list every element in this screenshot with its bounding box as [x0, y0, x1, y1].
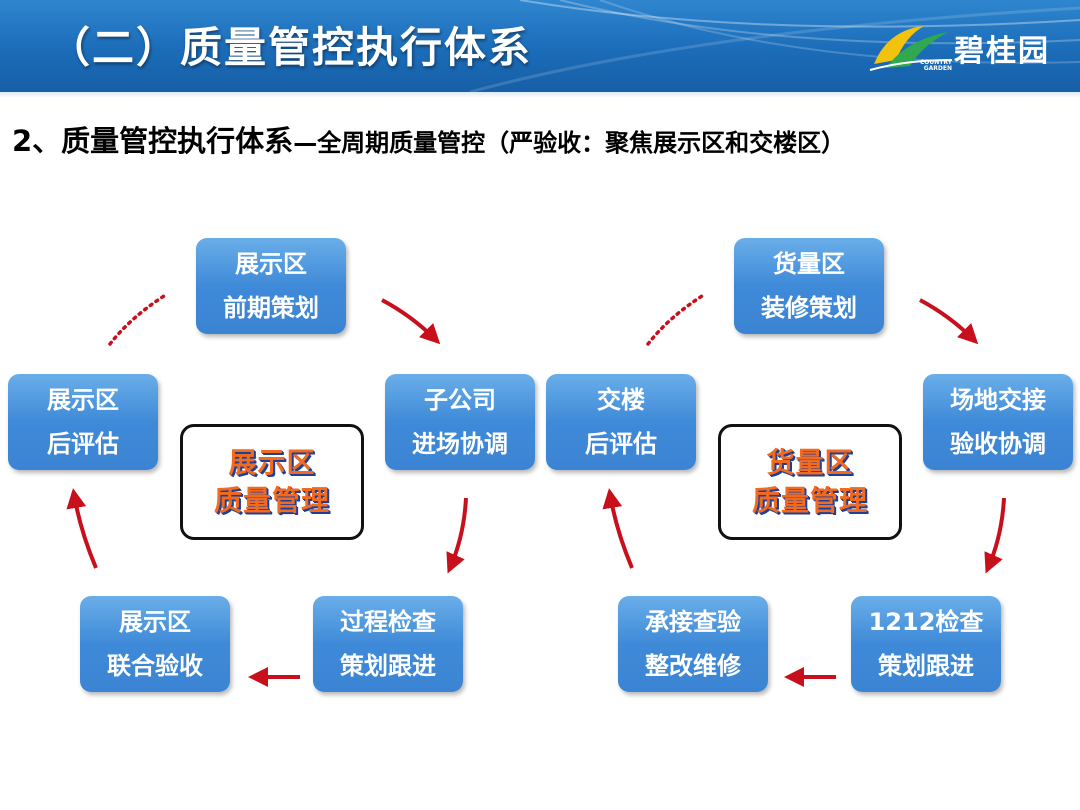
center-line-1: 货量区: [766, 446, 854, 479]
box-line-2: 装修策划: [761, 294, 857, 322]
banner-swoosh-decoration: [469, 0, 1080, 92]
box-line-1: 展示区: [47, 386, 119, 414]
box-line-2: 进场协调: [412, 430, 508, 458]
left-center-label: 展示区 质量管理: [180, 424, 364, 540]
box-line-2: 策划跟进: [340, 652, 436, 680]
logo-subtext: COUNTRY GARDEN: [919, 59, 952, 72]
page-title: （二）质量管控执行体系: [48, 23, 533, 72]
left-box-top: 展示区 前期策划: [196, 238, 346, 334]
arrow-bottom-left-to-left-r: [602, 488, 634, 569]
country-garden-logo-icon: [869, 26, 953, 71]
left-box-right: 子公司 进场协调: [385, 374, 535, 470]
left-box-left: 展示区 后评估: [8, 374, 158, 470]
box-line-2: 前期策划: [223, 294, 319, 322]
dotted-left-to-top: [108, 294, 166, 346]
subtitle-rest: —全周期质量管控（严验收：聚焦展示区和交楼区）: [293, 129, 846, 157]
right-box-top: 货量区 装修策划: [734, 238, 884, 334]
arrow-top-to-right-r: [919, 298, 979, 345]
center-line-2: 质量管理: [751, 484, 868, 517]
box-line-1: 货量区: [773, 250, 845, 278]
box-line-1: 过程检查: [340, 608, 436, 636]
box-line-2: 整改维修: [645, 652, 741, 680]
arrow-bottom-left-to-left: [66, 488, 98, 569]
left-box-bottom-right: 过程检查 策划跟进: [313, 596, 463, 692]
box-line-1: 展示区: [235, 250, 307, 278]
box-line-2: 后评估: [585, 430, 657, 458]
right-box-left: 交楼 后评估: [546, 374, 696, 470]
dotted-left-to-top-r: [646, 294, 704, 346]
box-line-1: 交楼: [597, 386, 645, 414]
box-line-1: 承接查验: [645, 608, 741, 636]
box-line-2: 联合验收: [107, 652, 203, 680]
logo-text: 碧桂园: [954, 34, 1050, 69]
arrow-right-to-bottom-right: [446, 497, 468, 574]
box-line-2: 验收协调: [950, 430, 1046, 458]
right-box-bottom-left: 承接查验 整改维修: [618, 596, 768, 692]
center-line-2: 质量管理: [213, 484, 330, 517]
subtitle-main: 2、质量管控执行体系: [12, 124, 294, 158]
box-line-2: 后评估: [47, 430, 119, 458]
right-center-label: 货量区 质量管理: [718, 424, 902, 540]
arrow-right-to-bottom-right-r: [984, 497, 1006, 574]
section-subtitle: 2、质量管控执行体系—全周期质量管控（严验收：聚焦展示区和交楼区）: [12, 118, 845, 160]
banner-divider: [0, 92, 1080, 98]
box-line-2: 策划跟进: [878, 652, 974, 680]
right-box-bottom-right: 1212检查 策划跟进: [851, 596, 1001, 692]
arrow-top-to-right: [381, 298, 441, 345]
box-line-1: 场地交接: [950, 386, 1046, 414]
box-line-1: 展示区: [119, 608, 191, 636]
box-line-1: 1212检查: [868, 608, 984, 636]
center-line-1: 展示区: [228, 446, 316, 479]
right-box-right: 场地交接 验收协调: [923, 374, 1073, 470]
box-line-1: 子公司: [424, 386, 496, 414]
left-box-bottom-left: 展示区 联合验收: [80, 596, 230, 692]
